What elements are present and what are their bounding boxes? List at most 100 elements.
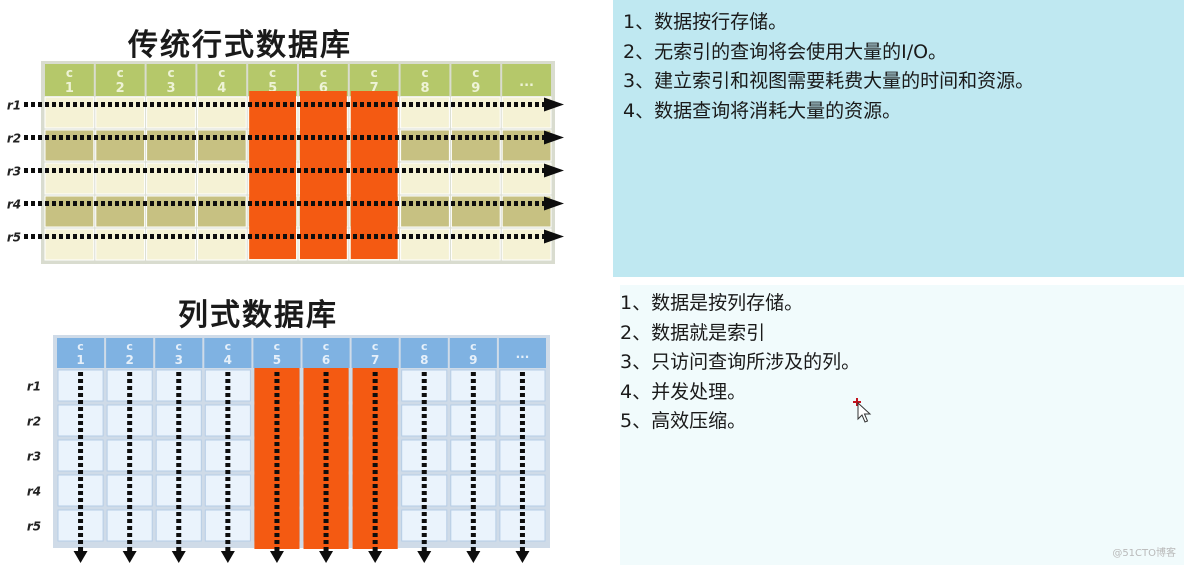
row-store-points: 1、数据按行存储。 2、无索引的查询将会使用大量的I/O。 3、建立索引和视图需… bbox=[613, 0, 1184, 126]
column-header-number: 4 bbox=[224, 353, 232, 367]
row-label: r4 bbox=[27, 485, 41, 499]
highlighted-column bbox=[249, 91, 296, 259]
column-header-number: 9 bbox=[469, 353, 477, 367]
column-header-letter: c bbox=[126, 340, 133, 353]
row-store-notes-panel: 1、数据按行存储。 2、无索引的查询将会使用大量的I/O。 3、建立索引和视图需… bbox=[613, 0, 1184, 277]
column-arrow-head bbox=[319, 551, 334, 563]
column-header-letter: c bbox=[372, 340, 379, 353]
column-header-cell bbox=[57, 338, 105, 368]
column-header-cell bbox=[498, 338, 546, 368]
row-label: r2 bbox=[7, 132, 21, 146]
table-cell bbox=[196, 162, 247, 195]
column-header-number: 7 bbox=[370, 81, 379, 96]
row-arrow-head bbox=[544, 196, 564, 211]
column-store-point: 3、只访问查询所涉及的列。 bbox=[620, 351, 861, 373]
column-store-point: 5、高效压缩。 bbox=[620, 410, 747, 432]
column-header-cell bbox=[197, 64, 247, 96]
row-arrow-head bbox=[544, 229, 564, 244]
row-store-point: 3、建立索引和视图需要耗费大量的时间和资源。 bbox=[623, 70, 1035, 92]
column-header-letter: c bbox=[175, 340, 182, 353]
column-store-point: 4、并发处理。 bbox=[620, 380, 747, 403]
column-header-letter: c bbox=[470, 340, 477, 353]
column-header-number: 3 bbox=[166, 81, 175, 96]
column-header-cell bbox=[302, 338, 350, 368]
row-store-title: 传统行式数据库 bbox=[128, 28, 352, 63]
column-header-cell bbox=[400, 64, 450, 96]
column-header-cell bbox=[451, 64, 501, 96]
column-header-letter: c bbox=[269, 66, 276, 80]
column-header-cell bbox=[299, 64, 348, 96]
row-arrow-head bbox=[544, 130, 564, 145]
column-header-cell bbox=[253, 338, 301, 368]
column-header-cell bbox=[351, 338, 399, 368]
column-header-letter: c bbox=[117, 66, 124, 80]
column-header-number: 6 bbox=[322, 353, 330, 367]
column-header-letter: c bbox=[472, 66, 479, 80]
column-header-cell bbox=[45, 64, 94, 96]
column-header-more: ... bbox=[519, 75, 534, 90]
column-header-letter: c bbox=[421, 340, 428, 353]
column-header-cell bbox=[349, 64, 399, 96]
row-arrow-head bbox=[544, 97, 564, 112]
row-label: r1 bbox=[7, 99, 21, 113]
column-header-letter: c bbox=[66, 66, 73, 80]
column-header-number: 7 bbox=[371, 353, 379, 367]
column-header-number: 3 bbox=[175, 353, 183, 367]
column-header-cell bbox=[204, 338, 252, 368]
highlighted-column bbox=[350, 91, 398, 259]
column-header-number: 8 bbox=[420, 353, 428, 367]
column-store-point: 1、数据是按列存储。 bbox=[620, 292, 804, 314]
column-arrow-head bbox=[417, 551, 432, 563]
column-store-point: 2、数据就是索引 bbox=[620, 321, 766, 344]
column-arrow-head bbox=[171, 551, 186, 563]
column-store-points: 1、数据是按列存储。 2、数据就是索引 3、只访问查询所涉及的列。 4、并发处理… bbox=[620, 285, 1184, 437]
row-label: r5 bbox=[7, 231, 21, 245]
column-header-number: 5 bbox=[268, 81, 277, 96]
column-header-letter: c bbox=[225, 340, 232, 353]
column-header-letter: c bbox=[323, 340, 330, 353]
column-header-number: 4 bbox=[217, 81, 226, 96]
column-header-letter: c bbox=[371, 66, 378, 80]
column-header-number: 2 bbox=[116, 81, 125, 96]
row-arrow-head bbox=[544, 163, 564, 178]
column-arrow-head bbox=[269, 551, 284, 563]
mouse-cursor-icon bbox=[853, 398, 872, 423]
column-arrow-head bbox=[368, 551, 383, 563]
column-header-cell bbox=[155, 338, 203, 368]
column-arrow-head bbox=[515, 551, 530, 563]
watermark: @51CTO博客 bbox=[1112, 548, 1176, 559]
row-label: r4 bbox=[7, 198, 21, 212]
row-store-point: 2、无索引的查询将会使用大量的I/O。 bbox=[623, 40, 948, 63]
row-store-point: 1、数据按行存储。 bbox=[623, 11, 788, 33]
column-header-number: 6 bbox=[319, 81, 328, 96]
column-header-cell bbox=[106, 338, 154, 368]
column-header-cell bbox=[502, 64, 551, 96]
row-label: r1 bbox=[27, 380, 41, 394]
column-header-letter: c bbox=[421, 66, 428, 80]
column-header-letter: c bbox=[218, 66, 225, 80]
row-label: r3 bbox=[7, 165, 21, 179]
row-store-point: 4、数据查询将消耗大量的资源。 bbox=[623, 99, 902, 122]
row-label: r5 bbox=[27, 520, 41, 534]
column-arrow-head bbox=[73, 551, 88, 563]
column-header-cell bbox=[146, 64, 196, 96]
column-header-letter: c bbox=[77, 340, 84, 353]
column-store-notes-panel: 1、数据是按列存储。 2、数据就是索引 3、只访问查询所涉及的列。 4、并发处理… bbox=[620, 285, 1184, 565]
column-header-more: ... bbox=[516, 347, 530, 361]
column-header-cell bbox=[95, 64, 145, 96]
column-header-number: 9 bbox=[471, 81, 480, 96]
column-arrow-head bbox=[220, 551, 235, 563]
column-header-number: 8 bbox=[420, 81, 429, 96]
column-header-letter: c bbox=[320, 66, 327, 80]
column-arrow-head bbox=[122, 551, 137, 563]
column-header-cell bbox=[400, 338, 448, 368]
column-store-title: 列式数据库 bbox=[178, 298, 338, 333]
column-header-cell bbox=[248, 64, 297, 96]
column-header-letter: c bbox=[274, 340, 281, 353]
column-header-number: 2 bbox=[125, 353, 133, 367]
highlighted-column bbox=[300, 91, 347, 259]
row-label: r3 bbox=[27, 450, 41, 464]
column-header-number: 5 bbox=[273, 353, 281, 367]
